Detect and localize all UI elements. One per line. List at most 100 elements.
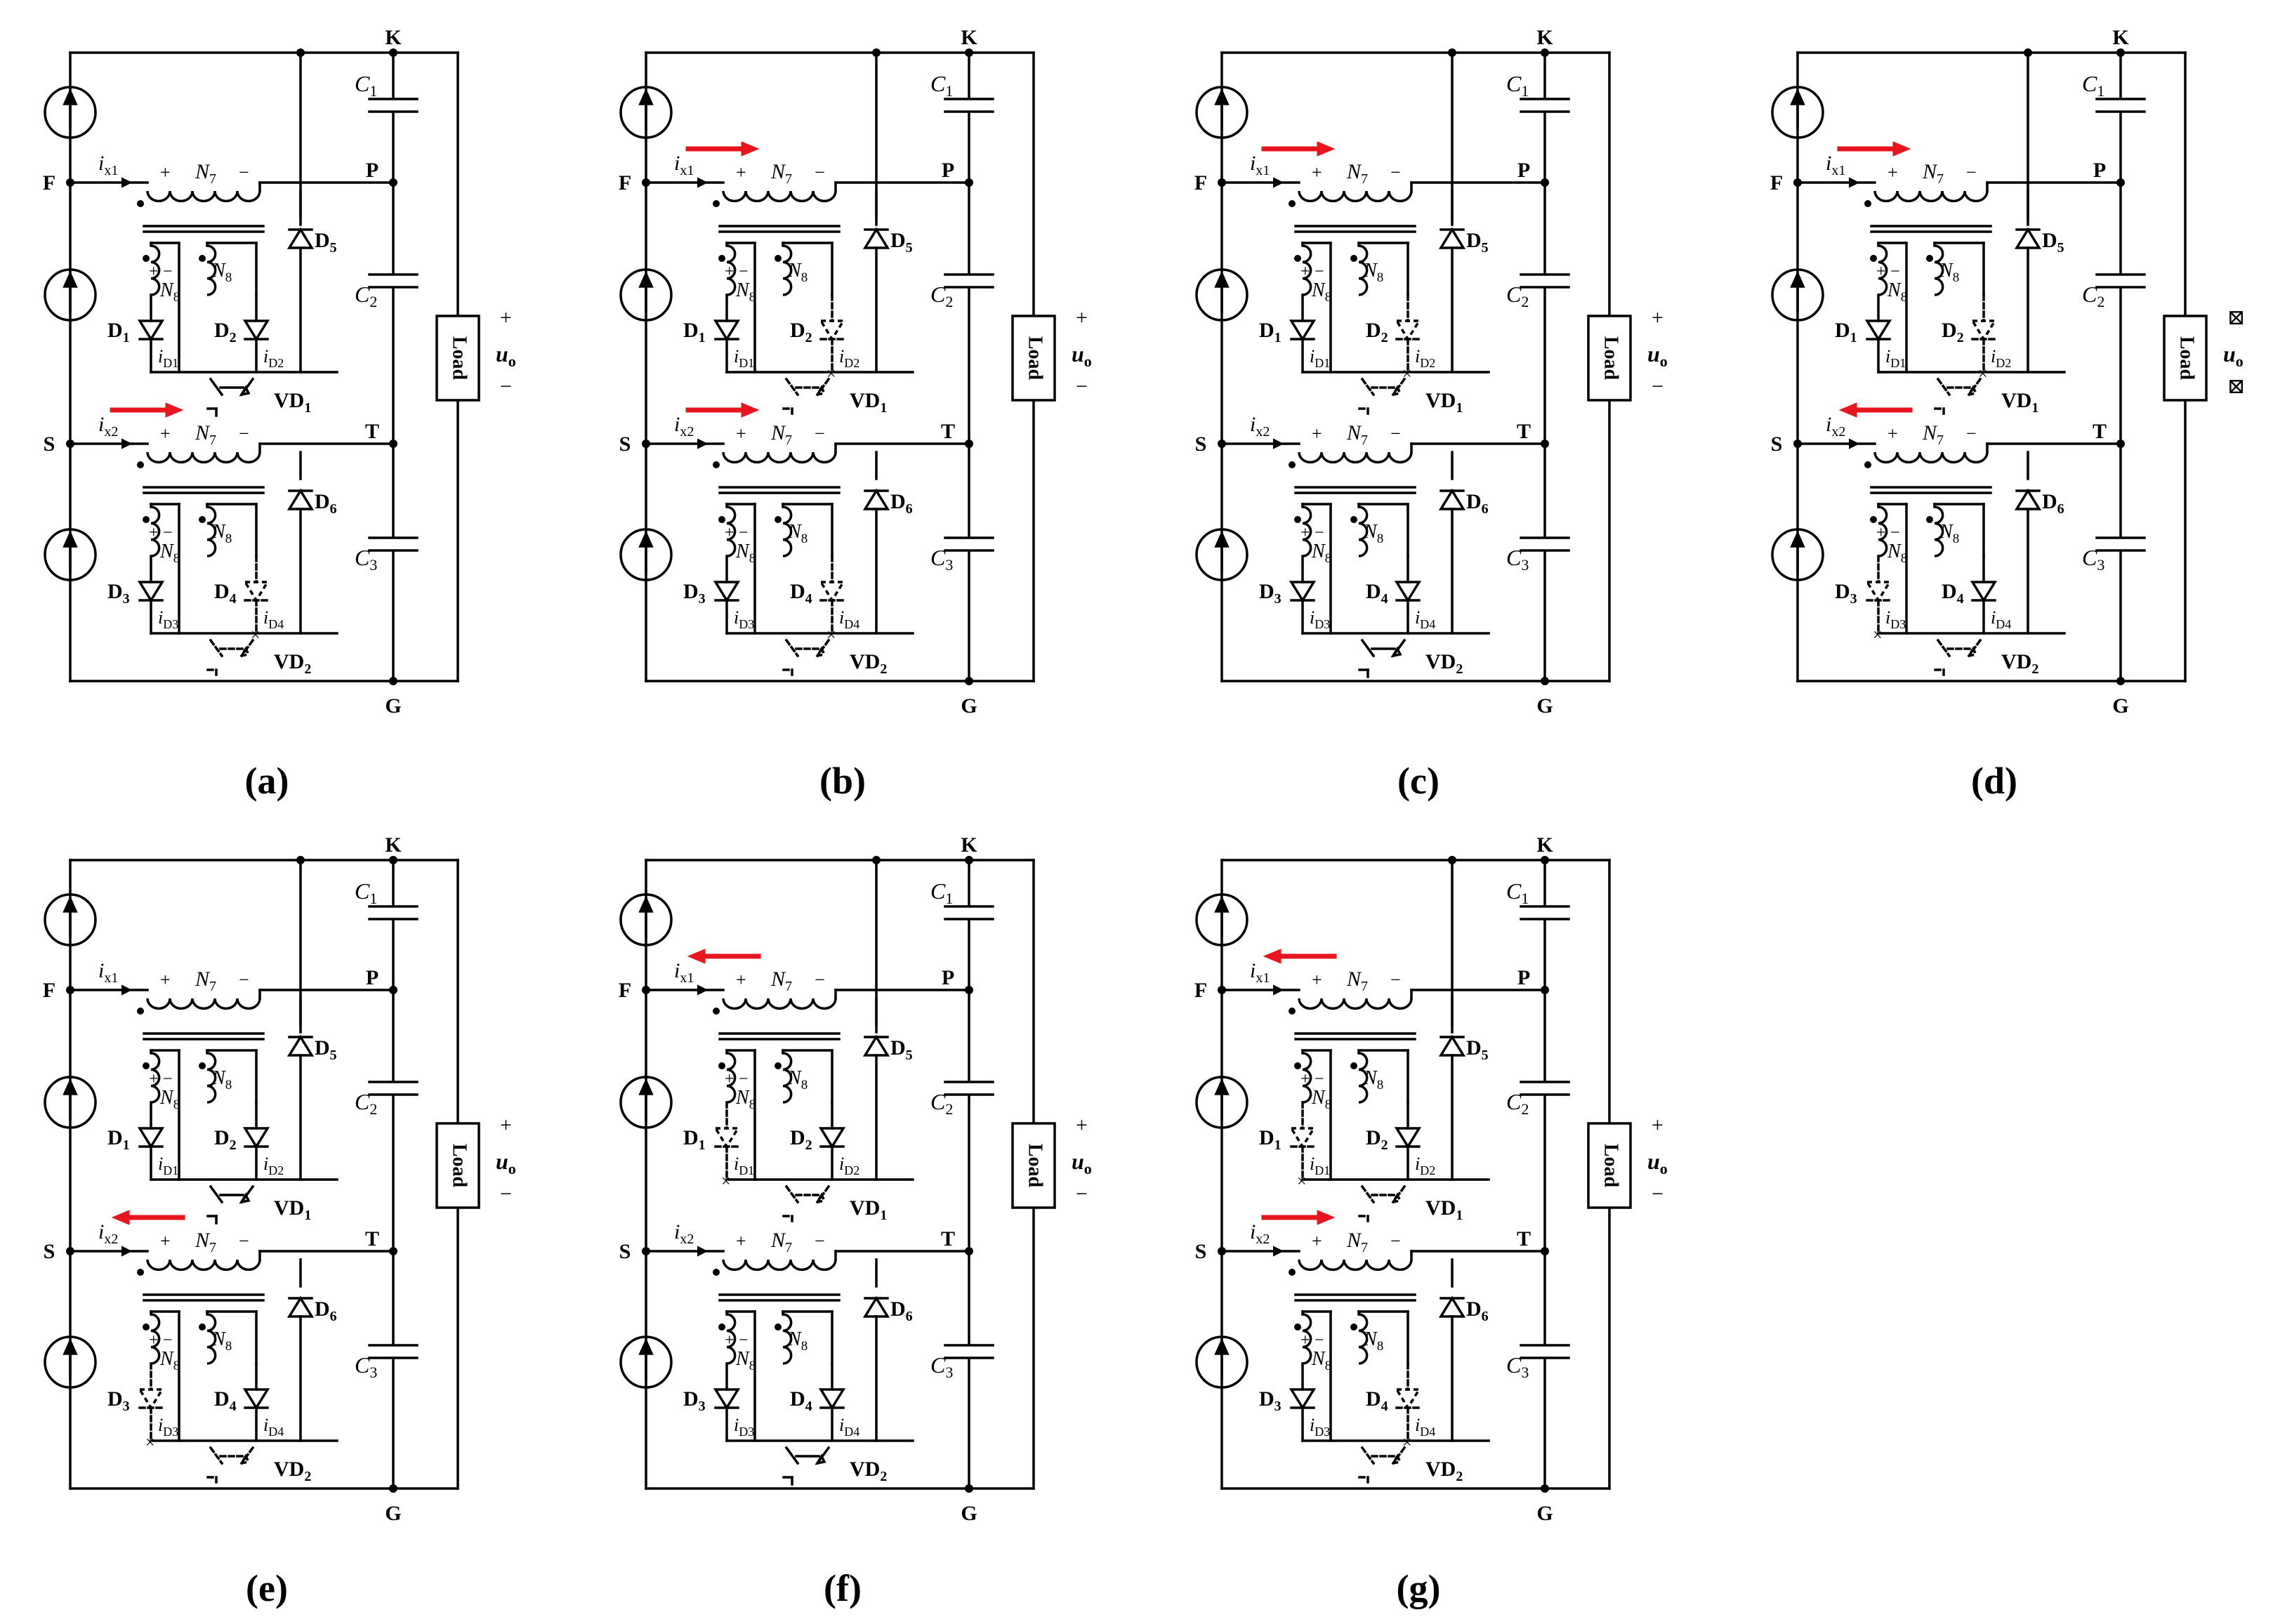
secondary-dot <box>718 516 725 523</box>
load-label: Load <box>2176 336 2198 381</box>
current-source-2 <box>44 1076 97 1129</box>
output-plus: + <box>500 306 512 329</box>
iD4-label-main: i <box>263 1415 268 1435</box>
node-label-mid_input: S <box>44 1240 55 1263</box>
primary-label-sub: 7 <box>209 171 216 187</box>
secondary-winding-a <box>150 244 161 296</box>
iD2-label: iD2 <box>1415 346 1435 370</box>
secondary-winding-b <box>1358 506 1369 557</box>
iD1-label-main: i <box>158 346 163 367</box>
VD2-collector <box>1936 638 1951 658</box>
vd1-label-sub: 1 <box>1456 400 1463 416</box>
ix2-label: ix2 <box>674 1220 694 1247</box>
node-dot <box>1541 677 1549 685</box>
node-dot <box>642 1247 650 1255</box>
output-voltage-label-main: u <box>496 1149 508 1174</box>
VD1-emitter-arrow <box>239 1192 251 1204</box>
ix2-label-main: i <box>1250 413 1256 436</box>
D3-label-sub: 3 <box>1274 591 1282 607</box>
node-dot <box>1541 1484 1549 1493</box>
current-source-3-arrowhead <box>638 1338 654 1355</box>
D3-label-main: D <box>1835 580 1850 603</box>
iD4-label-sub: D4 <box>844 1425 859 1439</box>
D6-label: D6 <box>890 490 913 517</box>
node-label-mid_upper: P <box>366 966 378 989</box>
D3 <box>713 1388 741 1411</box>
output-minus: ⊠ <box>2227 375 2245 398</box>
C3-label-sub: 3 <box>1521 556 1529 574</box>
D2-label-sub: 2 <box>805 1137 812 1153</box>
node-dot <box>1218 440 1226 448</box>
C3-label: C3 <box>355 545 377 574</box>
D3 <box>137 581 165 603</box>
primary-label-sub: 7 <box>785 433 792 448</box>
D5-label-sub: 5 <box>330 240 337 256</box>
C2-label-main: C <box>1506 282 1522 307</box>
D4-label-sub: 4 <box>805 1399 812 1414</box>
ix2-label: ix2 <box>1250 413 1270 440</box>
secondary-dot <box>143 1062 150 1069</box>
C3-label-main: C <box>930 545 946 570</box>
secondary-label-a: N8 <box>735 1348 756 1373</box>
secondary-dot <box>775 1323 782 1331</box>
VD2-collector <box>784 1446 800 1465</box>
iD3-label-main: i <box>734 1415 739 1435</box>
iD1-label-main: i <box>734 1154 739 1174</box>
D4-label-main: D <box>214 580 230 603</box>
secondary-label-a: N8 <box>1311 1348 1331 1373</box>
primary-label-sub: 7 <box>1361 1240 1368 1255</box>
primary-dot <box>1289 200 1296 207</box>
ix1-label-sub: x1 <box>1831 163 1845 178</box>
vd2-label: VD2 <box>274 1458 311 1484</box>
secondary-minus: − <box>739 1331 749 1349</box>
iD3-label: iD3 <box>1310 607 1330 631</box>
output-voltage-label-sub: o <box>1660 352 1668 370</box>
D2-label: D2 <box>1942 319 1964 345</box>
D4-label-sub: 4 <box>230 591 237 607</box>
D5 <box>286 227 315 249</box>
vd2-label-main: VD <box>274 650 304 673</box>
D4 <box>1394 581 1422 603</box>
secondary-dot <box>718 1062 725 1069</box>
D6 <box>862 488 890 510</box>
node-label-mid_lower: T <box>2093 420 2107 443</box>
VD2-emitter-arrow <box>1390 1453 1402 1465</box>
current-source-2-arrowhead <box>638 1078 654 1095</box>
D2-label-sub: 2 <box>805 330 812 345</box>
C3-label-sub: 3 <box>945 1364 953 1381</box>
secondary-label-a: N8 <box>1887 541 1907 566</box>
primary-plus: + <box>1312 423 1322 444</box>
C2-gap <box>2093 275 2149 287</box>
primary-plus: + <box>736 162 746 183</box>
current-source-2 <box>1771 268 1824 322</box>
C1-gap <box>941 99 997 112</box>
D4-label-main: D <box>1366 580 1381 603</box>
D4-label-main: D <box>1366 1387 1381 1411</box>
secondary-winding-a <box>150 1052 161 1104</box>
secondary-label-a-main: N <box>159 1348 174 1370</box>
VD1-emitter <box>1391 377 1406 397</box>
secondary-winding-b <box>782 506 793 557</box>
vd1-label-main: VD <box>2001 389 2031 412</box>
VD2-collector <box>784 638 800 658</box>
D2 <box>1394 1127 1422 1149</box>
D3-label-sub: 3 <box>1274 1399 1282 1414</box>
secondary-label-b-sub: 8 <box>1953 270 1960 285</box>
primary-dot <box>1289 461 1296 468</box>
D1-label-sub: 1 <box>1274 330 1282 345</box>
primary-label-main: N <box>1346 1229 1362 1252</box>
VD2-emitter-arrow <box>1966 646 1978 658</box>
secondary-label-a: N8 <box>1887 279 1907 305</box>
D5-label: D5 <box>890 229 913 256</box>
secondary-dot <box>1350 1062 1357 1069</box>
iD2-label-main: i <box>1415 346 1420 367</box>
node-label-mid_input: S <box>1195 433 1207 456</box>
primary-label: N7 <box>770 968 792 994</box>
C2-label: C2 <box>1506 1089 1529 1118</box>
output-voltage-label-sub: o <box>2236 352 2244 370</box>
primary-dot <box>1289 1269 1296 1276</box>
D2-label-main: D <box>790 1126 805 1149</box>
secondary-label-a-main: N <box>159 541 174 562</box>
VD1-collector <box>784 1184 800 1204</box>
current-source-2-arrowhead <box>1214 270 1230 288</box>
